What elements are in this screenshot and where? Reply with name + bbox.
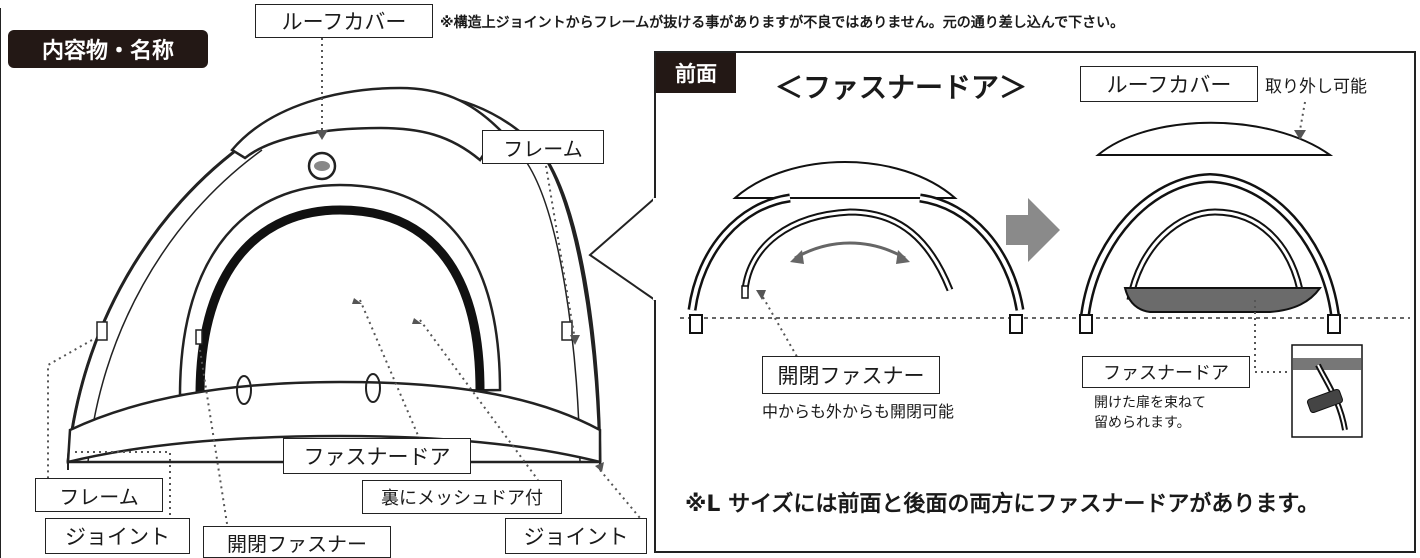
mesh-door-label: 裏にメッシュドア付 [362, 480, 562, 514]
tent-front-closed [687, 161, 1025, 334]
leader-lines [47, 38, 641, 531]
removable-note: 取り外し可能 [1265, 77, 1367, 97]
panel-door-desc-1: 開けた扉を束ねて [1094, 395, 1206, 411]
panel-tag: 前面 [656, 53, 736, 93]
section-tag: 内容物・名称 [8, 30, 208, 68]
zipper-door-label: ファスナードア [283, 438, 471, 474]
joint-label-right: ジョイント [505, 518, 647, 554]
panel-zipper-desc: 中からも外からも開閉可能 [762, 402, 955, 421]
panel-title: ＜ファスナードア＞ [775, 71, 1028, 104]
roof-cover-label: ルーフカバー [255, 4, 433, 38]
frame-label-top: フレーム [482, 130, 604, 164]
panel-footer-note: ※L サイズには前面と後面の両方にファスナードアがあります。 [685, 492, 1320, 517]
panel-zipper-label: 開閉ファスナー [762, 356, 940, 394]
strap-detail [1291, 344, 1363, 438]
frame-note: ※構造上ジョイントからフレームが抜ける事がありますが不良ではありません。元の通り… [440, 15, 1125, 31]
tent-illustration [66, 86, 602, 470]
panel-roof-cover-label: ルーフカバー [1080, 66, 1258, 102]
panel-door-desc-2: 留められます。 [1094, 415, 1191, 431]
joint-label-left: ジョイント [45, 518, 190, 554]
panel-door-label: ファスナードア [1082, 356, 1250, 388]
zipper-label-left: 開閉ファスナー [203, 526, 391, 558]
frame-label-left: フレーム [35, 478, 163, 512]
tent-front-open [1079, 121, 1341, 334]
